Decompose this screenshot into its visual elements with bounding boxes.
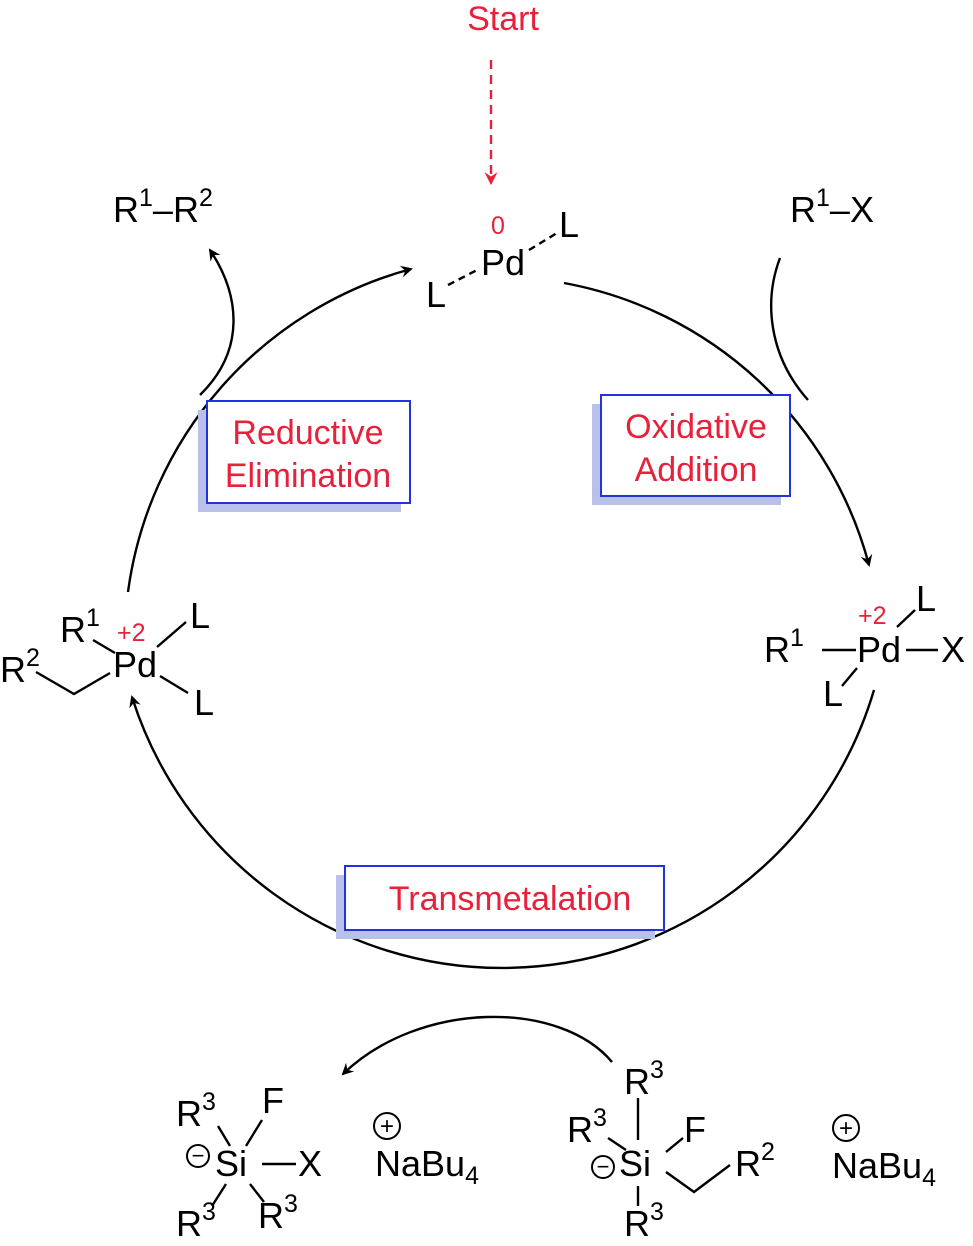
silicate-right: R3 R3 F − Si R3 R2 (567, 1056, 775, 1244)
counterion-left: + NaBu4 (373, 1112, 479, 1190)
substrate-r1-x: R1–X (790, 184, 874, 230)
pd0-ligand-bottom: L (426, 274, 446, 315)
svg-text:X: X (941, 629, 965, 670)
svg-text:Pd: Pd (113, 644, 157, 685)
svg-text:R1: R1 (60, 604, 100, 650)
svg-text:F: F (684, 1109, 706, 1150)
reductive-line1: Reductive (232, 414, 383, 452)
svg-text:R1–R2: R1–R2 (113, 184, 213, 230)
pd0-ligand-top: L (559, 204, 579, 245)
oxidative-line1: Oxidative (625, 408, 767, 446)
start-label: Start (467, 0, 539, 38)
reductive-line2: Elimination (225, 457, 391, 495)
pd0-ox-state: 0 (491, 212, 505, 240)
transmetalation-label: Transmetalation (389, 880, 632, 918)
svg-text:R3: R3 (624, 1198, 664, 1244)
svg-text:R3: R3 (176, 1198, 216, 1244)
left-minus: − (192, 1143, 205, 1168)
cycle-arc-oxidative (563, 281, 873, 567)
right-minus: − (597, 1154, 610, 1179)
transmetalation-box: Transmetalation (336, 865, 665, 939)
substrate-entry-arrow (770, 257, 809, 401)
svg-text:NaBu4: NaBu4 (375, 1143, 479, 1190)
svg-text:X: X (298, 1143, 322, 1184)
svg-text:Si: Si (215, 1143, 247, 1184)
pd2-oxidative-complex: +2 L R1 Pd X L (764, 578, 965, 714)
svg-text:R2: R2 (0, 644, 40, 690)
oxidative-addition-box: Oxidative Addition (592, 394, 791, 505)
product-release-arrow (199, 248, 235, 396)
svg-text:L: L (190, 595, 210, 636)
svg-text:+: + (839, 1115, 853, 1142)
svg-text:R1–X: R1–X (790, 184, 874, 230)
silicate-exchange-arrow (341, 1015, 613, 1076)
cycle-arc-transmetalation (129, 689, 876, 970)
cycle-arc-reductive (126, 265, 413, 593)
svg-text:+: + (380, 1113, 394, 1140)
reductive-elimination-box: Reductive Elimination (198, 400, 411, 512)
svg-text:L: L (823, 673, 843, 714)
svg-text:Pd: Pd (857, 629, 901, 670)
svg-text:R3: R3 (258, 1190, 298, 1236)
pd2-ox-state-left: +2 (117, 619, 146, 647)
oxidative-line2: Addition (635, 451, 758, 489)
svg-text:L: L (194, 682, 214, 723)
svg-text:R1: R1 (764, 624, 804, 670)
pd2-transmetalation-complex: R1 +2 L Pd L R2 (0, 595, 214, 723)
svg-text:NaBu4: NaBu4 (832, 1145, 936, 1192)
svg-text:Si: Si (619, 1143, 651, 1184)
counterion-right: + NaBu4 (832, 1114, 936, 1192)
pd2-ox-state-right: +2 (858, 602, 887, 630)
svg-text:L: L (916, 578, 936, 619)
svg-text:R3: R3 (567, 1104, 607, 1150)
product-r1-r2: R1–R2 (113, 184, 213, 230)
svg-text:R2: R2 (735, 1138, 775, 1184)
pd0-complex: 0 Pd L L (426, 204, 579, 315)
pd0-metal: Pd (481, 242, 525, 283)
svg-text:R3: R3 (176, 1088, 216, 1134)
svg-text:F: F (262, 1080, 284, 1121)
silicate-left: R3 F − Si X R3 R3 (176, 1080, 322, 1244)
svg-text:R3: R3 (624, 1056, 664, 1102)
